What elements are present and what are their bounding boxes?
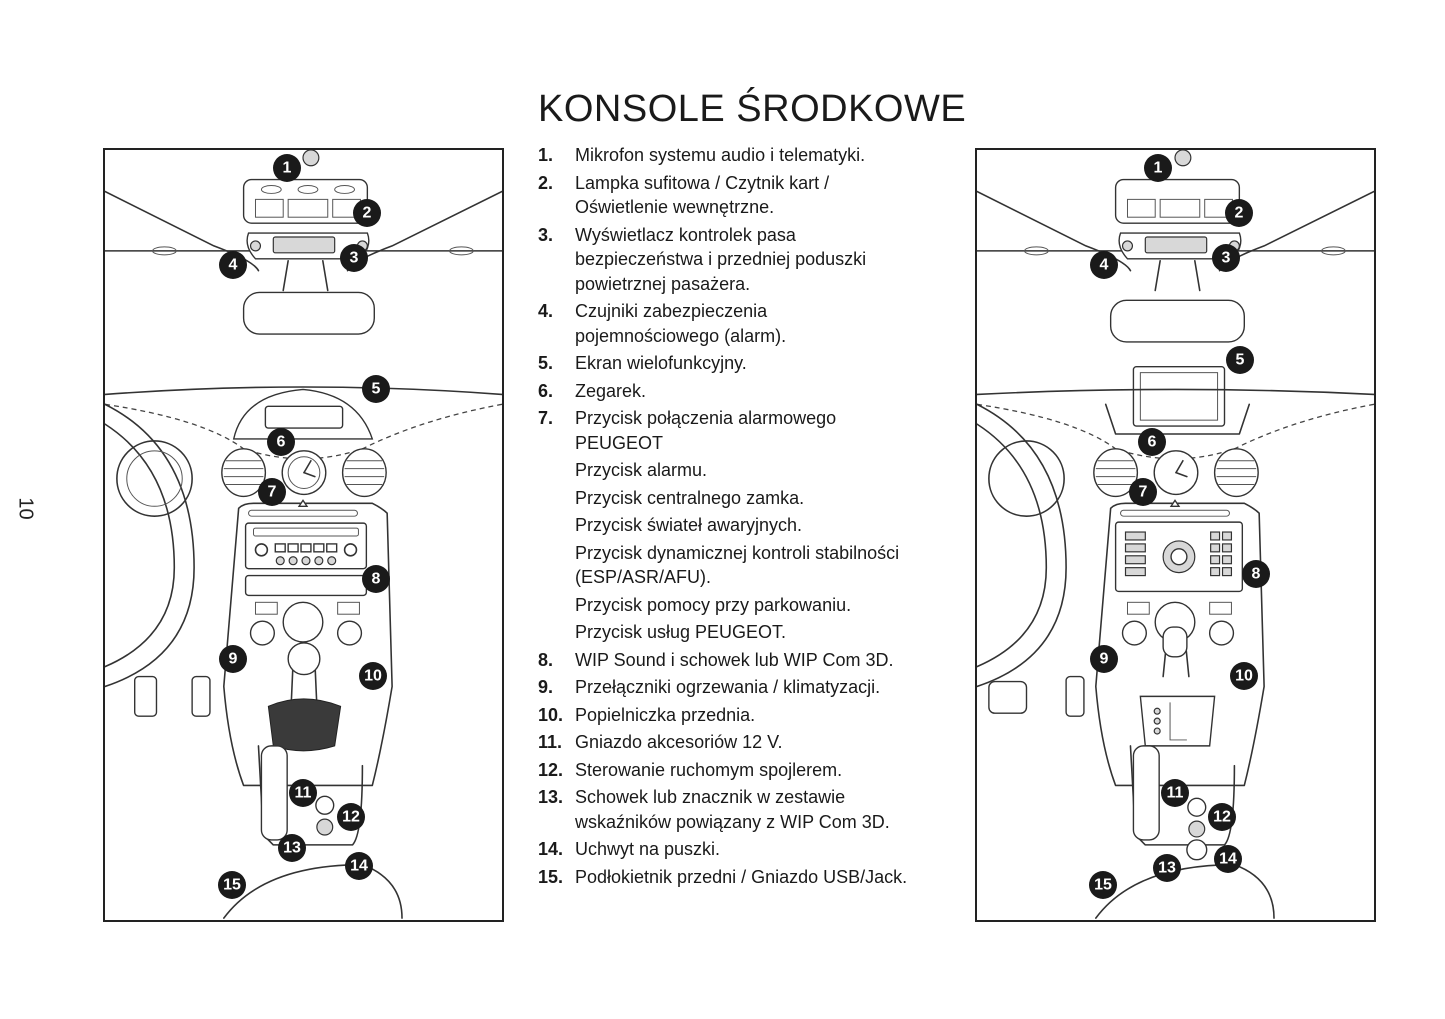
legend-item-7-alarm: Przycisk alarmu. [575,460,708,480]
right-climate-knob [336,620,363,646]
legend-item-11: 11.Gniazdo akcesoriów 12 V. [538,732,783,752]
legend-item-5: 5.Ekran wielofunkcyjny. [538,353,747,373]
page-title: KONSOLE ŚRODKOWE [538,88,967,130]
legend-item-7-services: Przycisk usług PEUGEOT. [575,622,787,642]
automatic-gear-selector [1162,626,1188,658]
legend-item-14: 14.Uchwyt na puszki. [538,839,721,859]
gear-lever-knob [287,642,321,676]
microphone-icon [302,150,320,167]
climate-center-knob [282,601,324,643]
right-air-vent [341,448,387,498]
left-air-vent [221,448,267,498]
legend-item-8: 8.WIP Sound i schowek lub WIP Com 3D. [538,649,894,670]
spoiler-control-button [316,818,334,836]
storage-compartment [244,574,368,597]
left-console-illustration [103,148,504,922]
page-number: 10 [14,497,37,520]
legend-item-6: 6.Zegarek. [538,380,647,401]
legend-item-1: 1.Mikrofon systemu audio i telematyki. [538,145,866,165]
legend-item-15: 15.Podłokietnik przedni / Gniazdo USB/Ja… [538,866,908,887]
legend-item-12: 12.Sterowanie ruchomym spojlerem. [538,759,843,780]
legend-item-9: 9.Przełączniki ogrzewania / klimatyzacji… [538,677,881,697]
legend-item-7-lock: Przycisk centralnego zamka. [575,487,805,508]
multifunction-screen [264,405,344,429]
handbrake [260,745,288,841]
legend-item-2: 2.Lampka sufitowa / Czytnik kart /Oświet… [538,172,830,218]
hazard-button [297,499,309,507]
legend-item-10: 10.Popielniczka przednia. [538,704,756,725]
microphone-icon [1174,150,1192,167]
left-climate-knob [249,620,275,646]
right-console-drawing [977,150,1374,919]
legend-item-7-esp: Przycisk dynamicznej kontroli stabilnośc… [575,542,900,588]
accessory-socket [315,795,335,815]
multifunction-screen [1132,366,1226,427]
legend-item-7-hazard: Przycisk świateł awaryjnych. [575,515,803,535]
right-console-illustration [975,148,1376,922]
alarm-sensor-icon [249,240,262,252]
pedal [134,675,158,717]
rearview-mirror [242,291,375,335]
left-console-drawing [105,150,502,919]
gear-boot [267,698,342,752]
legend-list: 1.Mikrofon systemu audio i telematyki. 2… [538,143,948,889]
legend-item-7-parking: Przycisk pomocy przy parkowaniu. [575,594,852,615]
rearview-mirror [1109,299,1245,343]
